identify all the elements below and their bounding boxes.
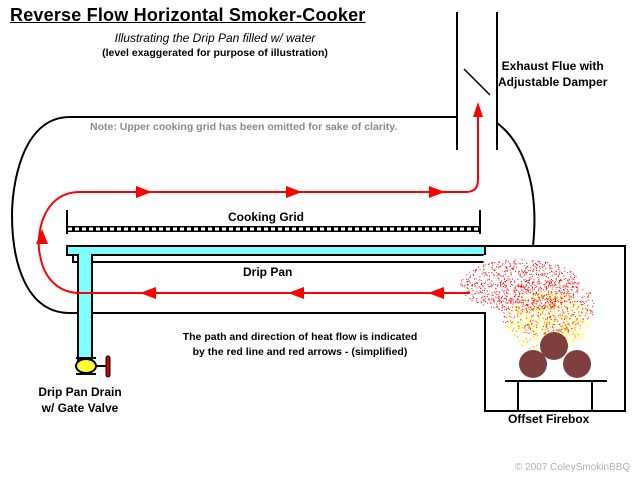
log (540, 332, 568, 360)
logs (519, 332, 591, 378)
page-title: Reverse Flow Horizontal Smoker-Cooker (10, 5, 366, 25)
heat-arrow-left (140, 287, 156, 299)
heat-arrow-right (429, 186, 445, 198)
smoker-body-outline (10, 116, 484, 314)
heat-arrow-up (473, 102, 483, 117)
copyright: © 2007 ColeySmokinBBQ (515, 462, 631, 473)
drip-pan-label: Drip Pan (243, 265, 293, 279)
cooking-grid (66, 210, 481, 234)
heat-arrow-right (136, 186, 152, 198)
drip-pan-drain-label: Drip Pan Drain w/ Gate Valve (38, 385, 122, 415)
offset-firebox-label: Offset Firebox (508, 412, 590, 426)
heat-flow-path (36, 102, 483, 299)
smoker-body-right-curve (496, 122, 536, 247)
subtitle-note: (level exaggerated for purpose of illust… (102, 47, 328, 59)
heat-arrow-left (288, 287, 304, 299)
damper-icon (463, 68, 491, 96)
log (563, 350, 591, 378)
heat-arrow-up (36, 229, 48, 244)
log (519, 350, 547, 378)
heat-arrow-right (286, 186, 302, 198)
gate-valve-icon (75, 355, 111, 378)
fire-particles (460, 259, 595, 351)
note-text: Note: Upper cooking grid has been omitte… (90, 121, 398, 133)
heat-arrow-left (428, 287, 444, 299)
heat-flow-caption: The path and direction of heat flow is i… (182, 331, 418, 358)
subtitle: Illustrating the Drip Pan filled w/ wate… (114, 31, 316, 45)
cooking-grid-label: Cooking Grid (228, 210, 304, 224)
exhaust-flue-label: Exhaust Flue with Adjustable Damper (498, 59, 608, 89)
